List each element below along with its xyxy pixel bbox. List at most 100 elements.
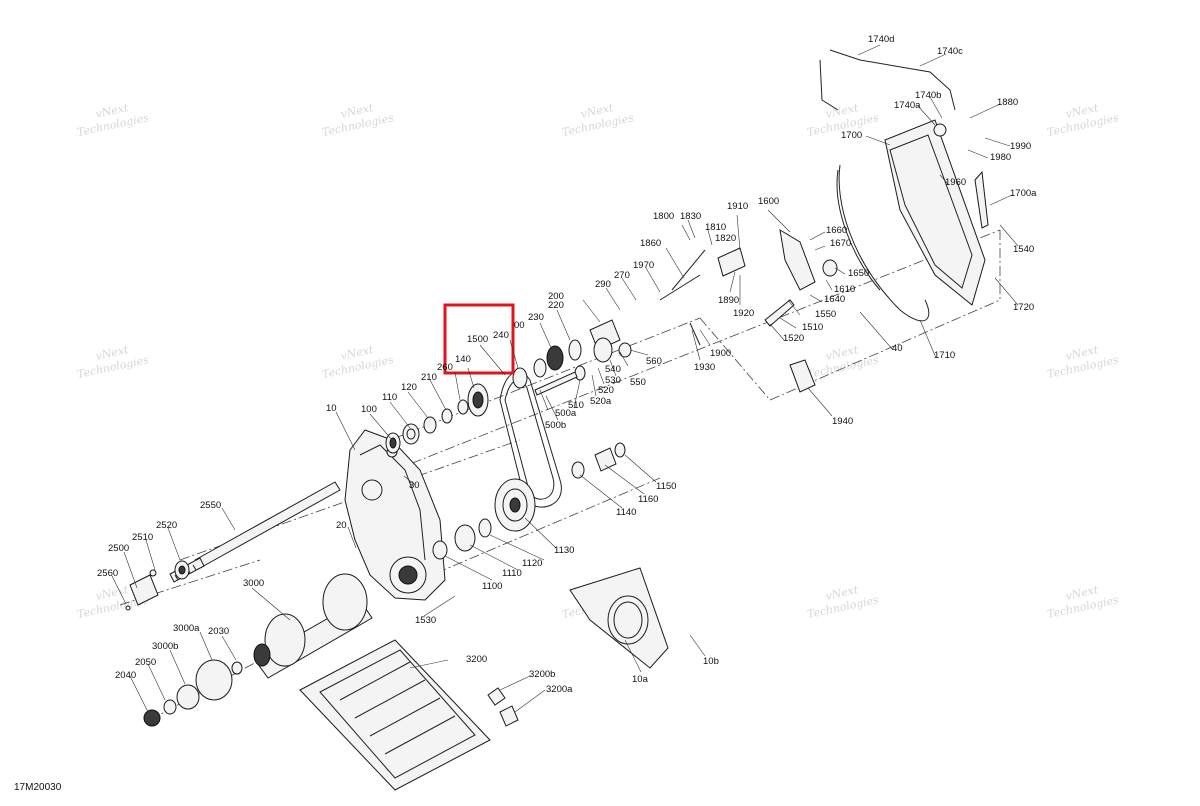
label-1110: 1110: [502, 568, 522, 579]
label-1910: 1910: [727, 201, 748, 212]
label-1820: 1820: [715, 233, 736, 244]
label-300: 00: [514, 320, 525, 331]
label-1740d: 1740d: [868, 34, 894, 45]
label-2520: 2520: [156, 520, 177, 531]
label-3200b: 3200b: [529, 669, 555, 680]
label-1140: 1140: [616, 507, 636, 518]
label-3000b: 3000b: [152, 641, 178, 652]
label-2550: 2550: [200, 500, 221, 511]
input-shaft-bits: [125, 560, 190, 611]
label-230: 230: [528, 312, 544, 323]
watermark: vNext Technologies: [321, 343, 395, 381]
label-1530: 1530: [415, 615, 436, 626]
label-1980: 1980: [990, 152, 1011, 163]
label-1970: 1970: [633, 260, 654, 271]
label-110: 110: [382, 392, 397, 403]
part-labels: 10 10a 10b 20 30 40 100 110 120 140 200 …: [97, 34, 1037, 695]
label-210: 210: [421, 372, 437, 383]
label-1880: 1880: [997, 97, 1018, 108]
label-1660: 1660: [826, 225, 847, 236]
label-3200: 3200: [466, 654, 487, 665]
gear-cluster-middle: [512, 319, 632, 396]
label-290: 290: [595, 279, 611, 290]
label-1860: 1860: [640, 238, 661, 249]
label-1700: 1700: [841, 130, 862, 141]
label-1720: 1720: [1013, 302, 1034, 313]
label-1150: 1150: [656, 481, 676, 492]
label-1670: 1670: [830, 238, 851, 249]
label-2050: 2050: [135, 657, 156, 668]
watermark: vNext Technologies: [76, 343, 150, 381]
slider-plate: [299, 639, 519, 791]
label-500b: 500b: [545, 420, 566, 431]
label-3200a: 3200a: [546, 684, 573, 695]
label-1990: 1990: [1010, 141, 1031, 152]
label-2510: 2510: [132, 532, 153, 543]
label-1520: 1520: [783, 333, 804, 344]
watermark: vNext Technologies: [806, 343, 880, 381]
lower-sprocket-group: [432, 442, 626, 560]
cover-plate: [569, 567, 669, 669]
label-120: 120: [401, 382, 417, 393]
label-270: 270: [614, 270, 630, 281]
label-1510: 1510: [802, 322, 823, 333]
watermark: vNext Technologies: [1046, 343, 1120, 381]
label-1890: 1890: [718, 295, 739, 306]
label-540: 540: [605, 364, 621, 375]
label-1610: 1610: [834, 284, 855, 295]
label-1710: 1710: [934, 350, 955, 361]
label-220: 220: [548, 300, 564, 311]
label-550: 550: [630, 377, 646, 388]
label-3000a: 3000a: [173, 623, 200, 634]
shift-mechanism: [659, 229, 838, 393]
label-1830: 1830: [680, 211, 701, 222]
label-1960: 1960: [945, 177, 966, 188]
highlight-box: [443, 303, 515, 375]
label-1130: 1130: [554, 545, 574, 556]
label-1120: 1120: [522, 558, 542, 569]
gearbox-housing: [344, 429, 446, 601]
label-1920: 1920: [733, 308, 754, 319]
label-1740a: 1740a: [894, 100, 921, 111]
label-1930: 1930: [694, 362, 715, 373]
label-1810: 1810: [705, 222, 726, 233]
label-2030: 2030: [208, 626, 229, 637]
label-1650: 1650: [848, 268, 869, 279]
label-520a: 520a: [590, 396, 612, 407]
label-1740b: 1740b: [915, 90, 941, 101]
label-2560: 2560: [97, 568, 118, 579]
label-2040: 2040: [115, 670, 136, 681]
label-1550: 1550: [815, 309, 836, 320]
label-1740c: 1740c: [937, 46, 963, 57]
label-500a: 500a: [555, 408, 577, 419]
label-10a: 10a: [632, 674, 649, 685]
label-1500: 1500: [467, 334, 488, 345]
label-40: 40: [892, 343, 903, 354]
label-30: 30: [409, 480, 420, 491]
label-560: 560: [646, 356, 662, 367]
label-140: 140: [455, 354, 471, 365]
watermark: vNext Technologies: [1046, 583, 1120, 621]
bearing-stack-upper: [385, 383, 489, 454]
label-2500: 2500: [108, 543, 129, 554]
label-100: 100: [361, 404, 377, 415]
label-510: 510: [568, 400, 584, 411]
label-20: 20: [336, 520, 347, 531]
label-1600: 1600: [758, 196, 779, 207]
label-10: 10: [326, 403, 337, 414]
watermark: vNext Technologies: [1046, 101, 1120, 139]
label-1940: 1940: [832, 416, 853, 427]
watermark: vNext Technologies: [561, 101, 635, 139]
label-1640: 1640: [824, 294, 845, 305]
label-1900: 1900: [710, 348, 731, 359]
label-1160: 1160: [638, 494, 658, 505]
chaincase-cover: [819, 49, 989, 322]
label-3000: 3000: [243, 578, 264, 589]
watermark: vNext Technologies: [76, 101, 150, 139]
label-200: 200: [548, 291, 564, 302]
label-1800: 1800: [653, 211, 674, 222]
label-520: 520: [598, 385, 614, 396]
drive-shaft: [169, 481, 341, 583]
